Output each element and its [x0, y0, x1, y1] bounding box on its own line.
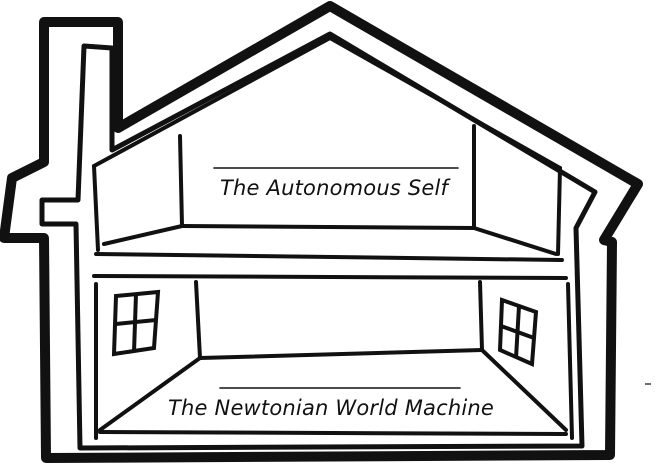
room-floor-left [98, 356, 202, 432]
left-window [111, 289, 161, 357]
attic-roof-line [92, 35, 562, 170]
room-back-floor [198, 348, 484, 360]
floor-divider-bottom [92, 274, 568, 280]
room-right-wall [566, 282, 574, 440]
room-back-right [478, 280, 484, 352]
room-floor-front [98, 430, 568, 436]
room-floor-right [480, 348, 568, 432]
attic-left-wall [92, 164, 100, 252]
attic-back-floor [180, 224, 476, 230]
floor-divider-top [94, 252, 564, 262]
attic-floor-right [472, 226, 558, 256]
right-window [497, 297, 539, 367]
upper-floor-label: The Autonomous Self [220, 176, 449, 200]
lower-floor-label: The Newtonian World Machine [168, 396, 495, 420]
attic-floor-left [102, 224, 184, 246]
attic-right-wall [556, 166, 562, 256]
inner-outline [39, 31, 598, 451]
room-back-left [194, 280, 202, 360]
house-outline [0, 1, 643, 463]
attic-back-left [178, 134, 184, 228]
